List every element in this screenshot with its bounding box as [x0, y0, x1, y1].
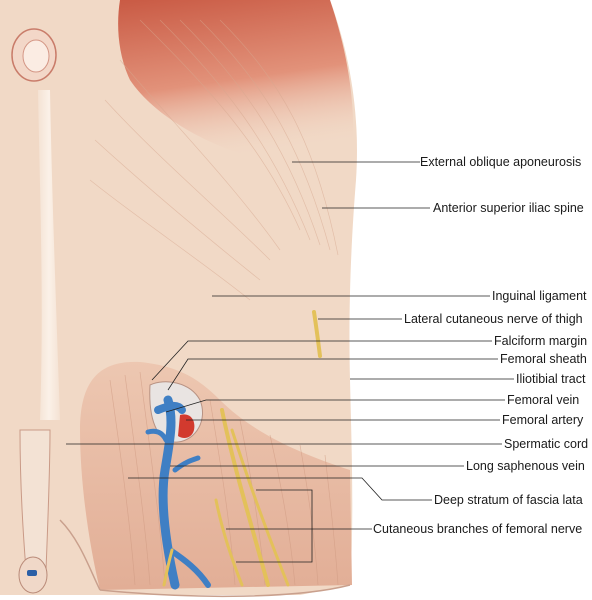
label-cutaneous-branches-of-femoral-nerve: Cutaneous branches of femoral nerve [373, 522, 583, 536]
label-long-saphenous-vein: Long saphenous vein [466, 459, 585, 473]
label-lateral-cutaneous-nerve-of-thigh: Lateral cutaneous nerve of thigh [404, 312, 583, 326]
leader-lines [66, 161, 514, 563]
label-femoral-sheath: Femoral sheath [500, 352, 587, 366]
label-femoral-artery: Femoral artery [502, 413, 584, 427]
aponeurosis-fibres [89, 19, 339, 301]
label-external-oblique-aponeurosis: External oblique aponeurosis [420, 155, 582, 169]
label-spermatic-cord: Spermatic cord [504, 437, 589, 451]
external-oblique-muscle [118, 0, 354, 168]
label-anterior-superior-iliac-spine: Anterior superior iliac spine [433, 201, 584, 215]
label-femoral-vein: Femoral vein [507, 393, 580, 407]
label-iliotibial-tract: Iliotibial tract [516, 372, 586, 386]
lateral-cutaneous-nerve [312, 310, 322, 358]
glans-marker [27, 570, 37, 576]
thigh-fascia-lata [80, 361, 352, 590]
label-inguinal-ligament: Inguinal ligament [492, 289, 587, 303]
spermatic-cord-region [19, 429, 51, 571]
linea-alba [38, 90, 60, 420]
label-deep-stratum-of-fascia-lata: Deep stratum of fascia lata [434, 493, 583, 507]
label-falciform-margin: Falciform margin [494, 334, 588, 348]
